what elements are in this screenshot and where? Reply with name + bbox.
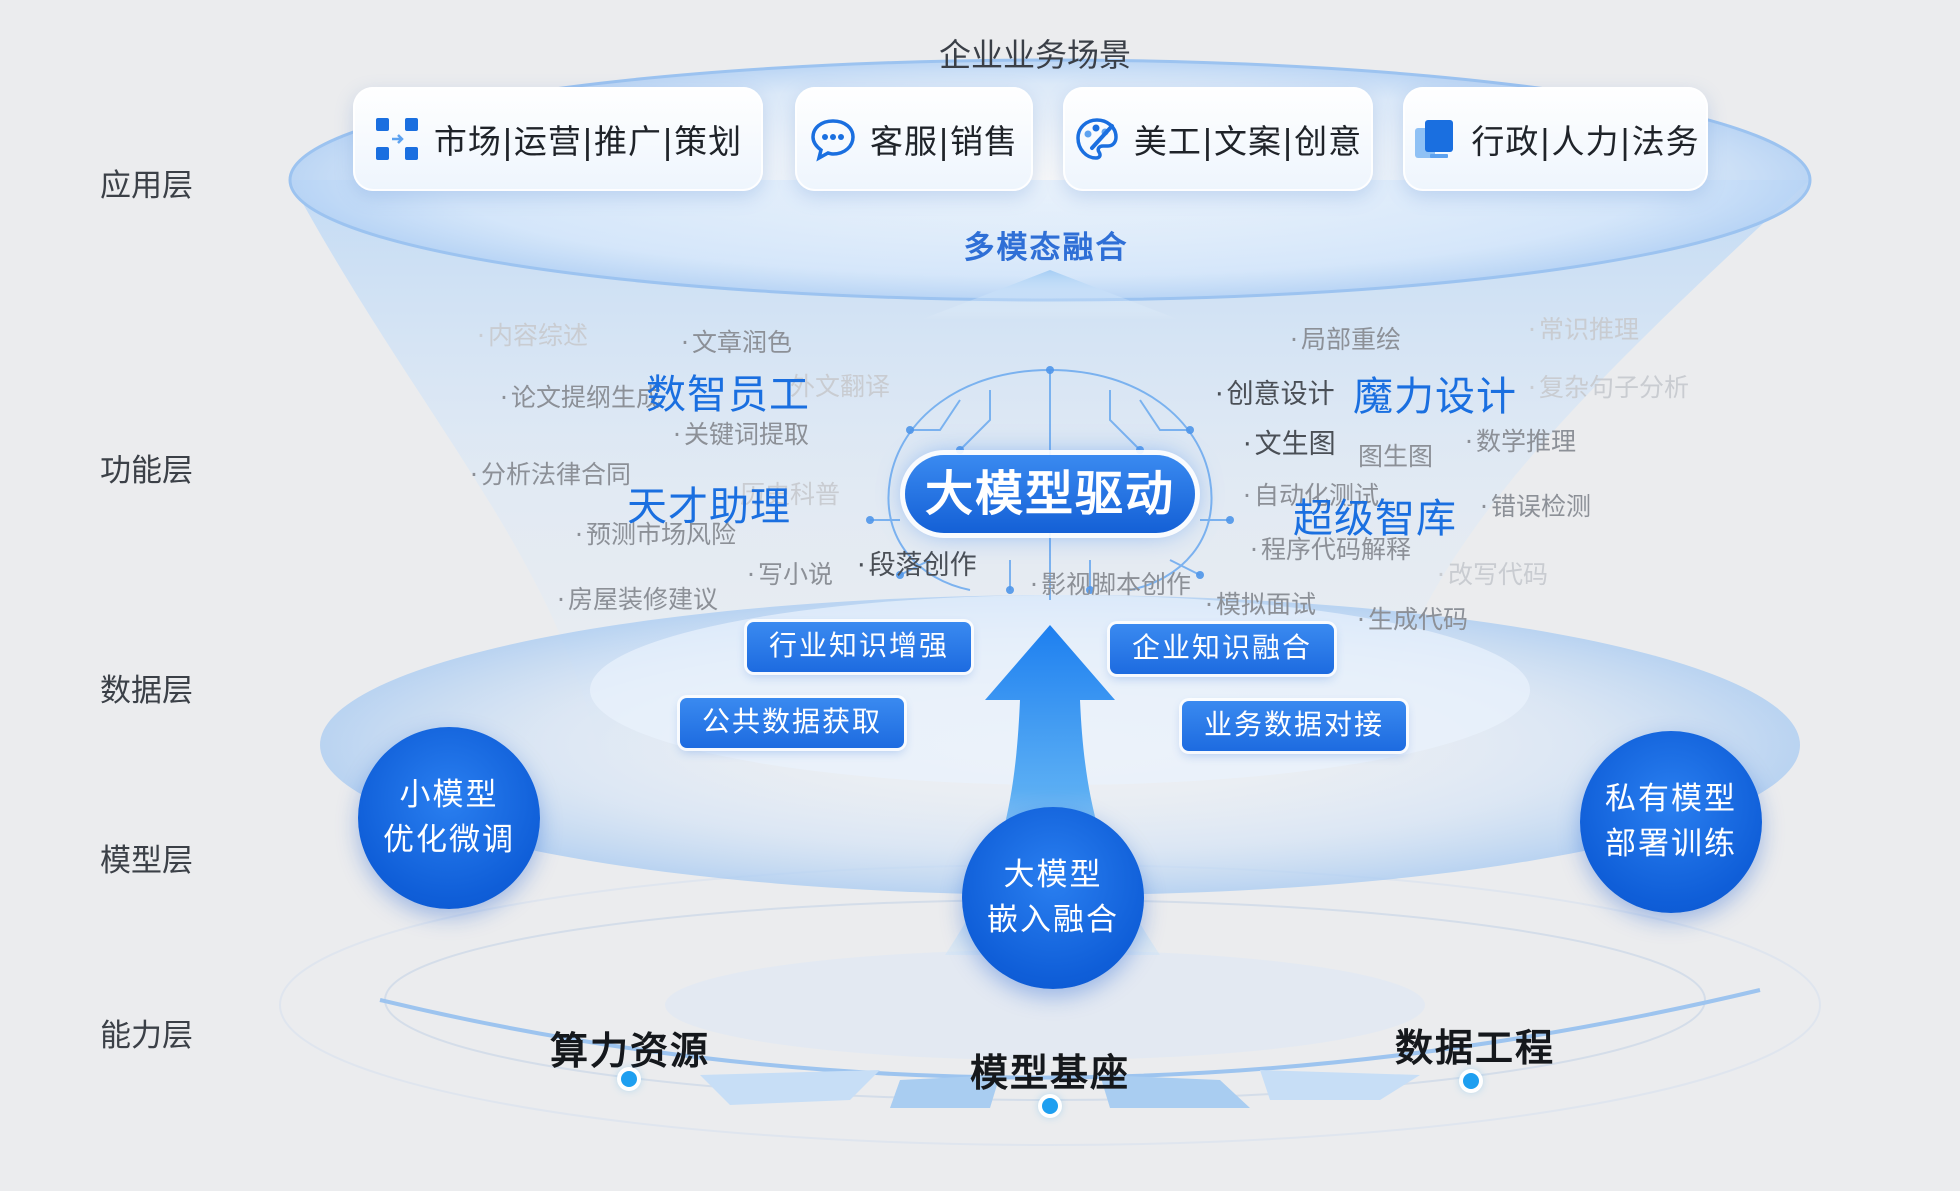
keyword: ·写小说 xyxy=(747,560,833,589)
layer-label-application: 应用层 xyxy=(100,168,193,204)
keyword: ·模拟面试 xyxy=(1205,590,1316,619)
data-tag-industry-knowledge: 行业知识增强 xyxy=(747,622,972,672)
model-circle-line2: 部署训练 xyxy=(1605,826,1737,862)
cluster-genius-assistant: 天才助理 xyxy=(627,484,791,530)
keyword: ·数学推理 xyxy=(1465,427,1576,456)
keyword: ·影视脚本创作 xyxy=(1030,570,1191,599)
keyword: ·自动化测试 xyxy=(1243,481,1379,510)
keyword: ·关键词提取 xyxy=(673,420,809,449)
diagram-title: 企业业务场景 xyxy=(938,36,1131,74)
scenario-card-creative[interactable]: 美工|文案|创意 xyxy=(1063,87,1373,191)
keyword: ·房屋装修建议 xyxy=(557,585,718,614)
keyword: ·预测市场风险 xyxy=(575,520,736,549)
data-tag-enterprise-knowledge: 企业知识融合 xyxy=(1110,624,1335,674)
capability-dot xyxy=(1042,1098,1058,1114)
model-circle-private: 私有模型 部署训练 xyxy=(1580,731,1762,913)
scenario-card-admin[interactable]: 行政|人力|法务 xyxy=(1403,87,1708,191)
marketing-grid-icon xyxy=(375,118,418,160)
keyword: ·生成代码 xyxy=(1357,605,1468,634)
keyword: ·局部重绘 xyxy=(1290,325,1401,354)
model-circle-line2: 优化微调 xyxy=(383,822,515,858)
capability-dot xyxy=(1463,1073,1479,1089)
chat-bubble-icon xyxy=(811,119,855,162)
layer-label-capability: 能力层 xyxy=(100,1018,193,1054)
scenario-card-marketing[interactable]: 市场|运营|推广|策划 xyxy=(353,87,763,191)
scenario-card-label: 美工|文案|创意 xyxy=(1133,122,1363,161)
keyword: ·文章润色 xyxy=(681,328,792,357)
model-circle-large: 大模型 嵌入融合 xyxy=(962,807,1144,989)
scenario-card-label: 市场|运营|推广|策划 xyxy=(433,122,743,161)
layer-label-function: 功能层 xyxy=(100,453,193,489)
keyword: ·常识推理 xyxy=(1528,315,1639,344)
keyword: ·分析法律合同 xyxy=(470,460,631,489)
keyword: ·文生图 xyxy=(1243,429,1336,460)
cluster-digital-staff: 数智员工 xyxy=(646,372,810,418)
keyword: ·复杂句子分析 xyxy=(1528,373,1689,402)
layer-label-model: 模型层 xyxy=(100,843,193,879)
keyword: 历史科普 xyxy=(740,480,841,509)
capability-compute: 算力资源 xyxy=(550,1029,711,1073)
model-circle-line1: 小模型 xyxy=(399,777,499,813)
keyword: 图生图 xyxy=(1358,442,1434,471)
keyword: 外文翻译 xyxy=(790,372,891,401)
model-circle-line1: 大模型 xyxy=(1003,857,1103,893)
model-circle-line2: 嵌入融合 xyxy=(987,902,1119,938)
document-stack-icon xyxy=(1415,120,1454,158)
keyword: ·错误检测 xyxy=(1480,492,1591,521)
cluster-magic-design: 魔力设计 xyxy=(1353,374,1517,420)
scenario-card-label: 行政|人力|法务 xyxy=(1471,122,1700,161)
keyword: ·内容综述 xyxy=(477,321,588,350)
keyword: ·创意设计 xyxy=(1215,379,1335,410)
keyword: ·改写代码 xyxy=(1437,560,1548,589)
data-tag-business-data: 业务数据对接 xyxy=(1182,701,1407,751)
center-badge: 大模型驱动 xyxy=(905,455,1195,533)
capability-dot xyxy=(621,1071,637,1087)
keyword: ·程序代码解释 xyxy=(1250,535,1411,564)
scenario-card-label: 客服|销售 xyxy=(869,122,1019,161)
layer-label-data: 数据层 xyxy=(100,673,193,709)
cluster-super-think-tank: 超级智库 xyxy=(1293,496,1457,542)
keyword: ·论文提纲生成 xyxy=(500,383,661,412)
data-tag-public-data: 公共数据获取 xyxy=(680,698,905,748)
keyword: ·段落创作 xyxy=(857,550,977,581)
palette-icon xyxy=(1076,118,1118,160)
scenario-card-service[interactable]: 客服|销售 xyxy=(795,87,1033,191)
model-circle-small: 小模型 优化微调 xyxy=(358,727,540,909)
model-circle-line1: 私有模型 xyxy=(1605,781,1737,817)
fusion-label: 多模态融合 xyxy=(963,230,1129,266)
capability-data-engineering: 数据工程 xyxy=(1395,1026,1556,1070)
capability-model-base: 模型基座 xyxy=(970,1051,1131,1095)
